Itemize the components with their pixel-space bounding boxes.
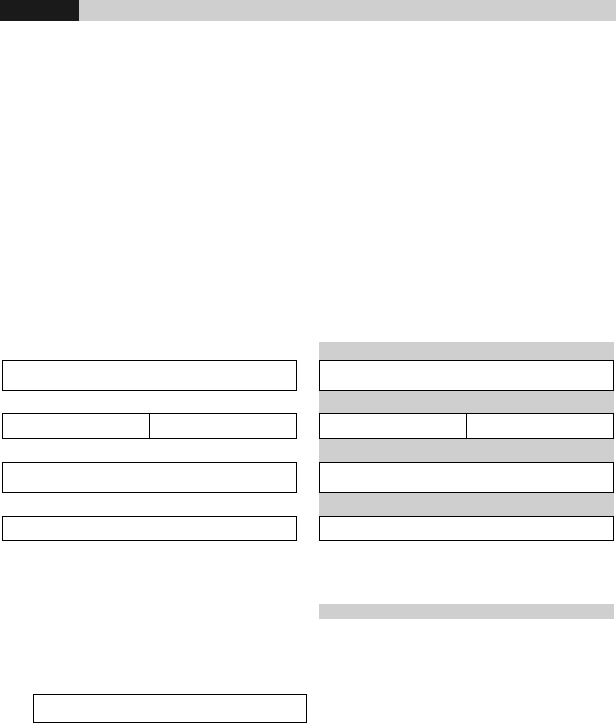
right-field-3[interactable] <box>319 462 614 493</box>
right-field-2a[interactable] <box>319 413 467 439</box>
right-label-band-1 <box>319 342 614 360</box>
left-field-4[interactable] <box>2 516 297 541</box>
right-label-band-3 <box>319 439 614 462</box>
right-field-2b[interactable] <box>467 413 614 439</box>
left-field-3[interactable] <box>2 462 297 493</box>
header-tab <box>0 0 79 21</box>
right-field-1[interactable] <box>319 360 614 391</box>
right-label-band-2 <box>319 391 614 413</box>
right-field-4[interactable] <box>319 516 614 541</box>
left-field-bottom[interactable] <box>33 694 307 723</box>
right-label-band-4 <box>319 493 614 516</box>
left-field-2b[interactable] <box>150 413 297 439</box>
left-field-2a[interactable] <box>2 413 150 439</box>
right-label-band-5 <box>319 604 614 619</box>
header-bar <box>79 0 616 21</box>
left-field-1[interactable] <box>2 360 297 391</box>
